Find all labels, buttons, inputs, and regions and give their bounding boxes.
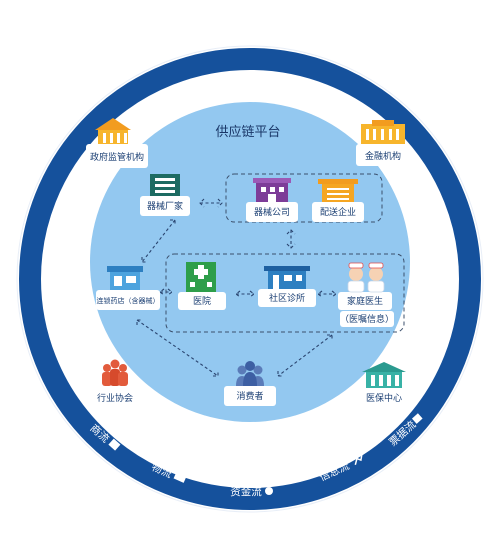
svg-text:社区诊所: 社区诊所 <box>269 292 305 304</box>
flow-capital: 资金流 <box>230 485 273 498</box>
group-hospital-clinic-doctor <box>165 253 405 333</box>
node-hospital[interactable]: 医院 <box>178 262 226 310</box>
bank-building-icon <box>361 120 405 144</box>
arrow-group2-consumer <box>277 334 333 377</box>
doctors-icon <box>347 262 385 293</box>
node-family-doctor[interactable]: 家庭医生 <box>338 262 392 310</box>
company-building-icon <box>253 178 291 202</box>
factory-icon <box>150 174 180 196</box>
consumers-icon <box>236 361 264 386</box>
svg-text:（医嘱信息）: （医嘱信息） <box>340 313 394 325</box>
government-building-icon <box>95 118 131 144</box>
insurance-building-icon <box>362 362 406 388</box>
svg-text:金融机构: 金融机构 <box>365 150 401 162</box>
outer-ring <box>19 48 481 510</box>
node-consumer[interactable]: 消费者 <box>224 361 276 406</box>
svg-text:家庭医生: 家庭医生 <box>347 295 383 307</box>
svg-text:资金流: 资金流 <box>230 485 262 498</box>
svg-text:连锁药店（含器械）: 连锁药店（含器械） <box>97 296 160 305</box>
ticket-icon <box>411 413 423 424</box>
arrow-manufacturer-pharmacy <box>141 219 176 263</box>
node-government[interactable]: 政府监管机构 <box>86 118 148 168</box>
node-distribution[interactable]: 配送企业 <box>312 179 364 222</box>
svg-text:医保中心: 医保中心 <box>366 392 402 404</box>
svg-text:器械厂家: 器械厂家 <box>147 200 183 212</box>
svg-text:医院: 医院 <box>193 295 211 307</box>
node-finance[interactable]: 金融机构 <box>356 120 410 166</box>
warehouse-icon <box>318 179 358 202</box>
truck-icon <box>173 472 187 483</box>
clinic-icon <box>264 266 310 289</box>
commerce-icon <box>108 438 121 451</box>
outer-ring-edge <box>16 45 484 513</box>
node-medical-advice: （医嘱信息） <box>340 311 394 327</box>
group-company-distribution <box>225 173 383 223</box>
chart-icon <box>354 452 363 465</box>
svg-text:器械公司: 器械公司 <box>254 206 290 218</box>
hospital-icon <box>186 262 216 292</box>
svg-text:配送企业: 配送企业 <box>320 206 356 218</box>
node-association[interactable]: 行业协会 <box>88 359 142 409</box>
pharmacy-store-icon <box>107 266 143 290</box>
arrows <box>136 198 337 377</box>
platform-title: 供应链平台 <box>215 124 280 140</box>
svg-text:政府监管机构: 政府监管机构 <box>90 151 144 163</box>
svg-text:消费者: 消费者 <box>236 390 263 402</box>
money-bag-icon <box>265 487 273 495</box>
svg-text:行业协会: 行业协会 <box>97 392 133 404</box>
node-pharmacy[interactable]: 连锁药店（含器械） <box>96 266 160 310</box>
people-group-icon <box>102 359 128 386</box>
node-clinic[interactable]: 社区诊所 <box>258 266 316 307</box>
node-manufacturer[interactable]: 器械厂家 <box>140 174 190 216</box>
node-equipment-company[interactable]: 器械公司 <box>246 178 298 222</box>
node-insurance[interactable]: 医保中心 <box>358 362 410 408</box>
